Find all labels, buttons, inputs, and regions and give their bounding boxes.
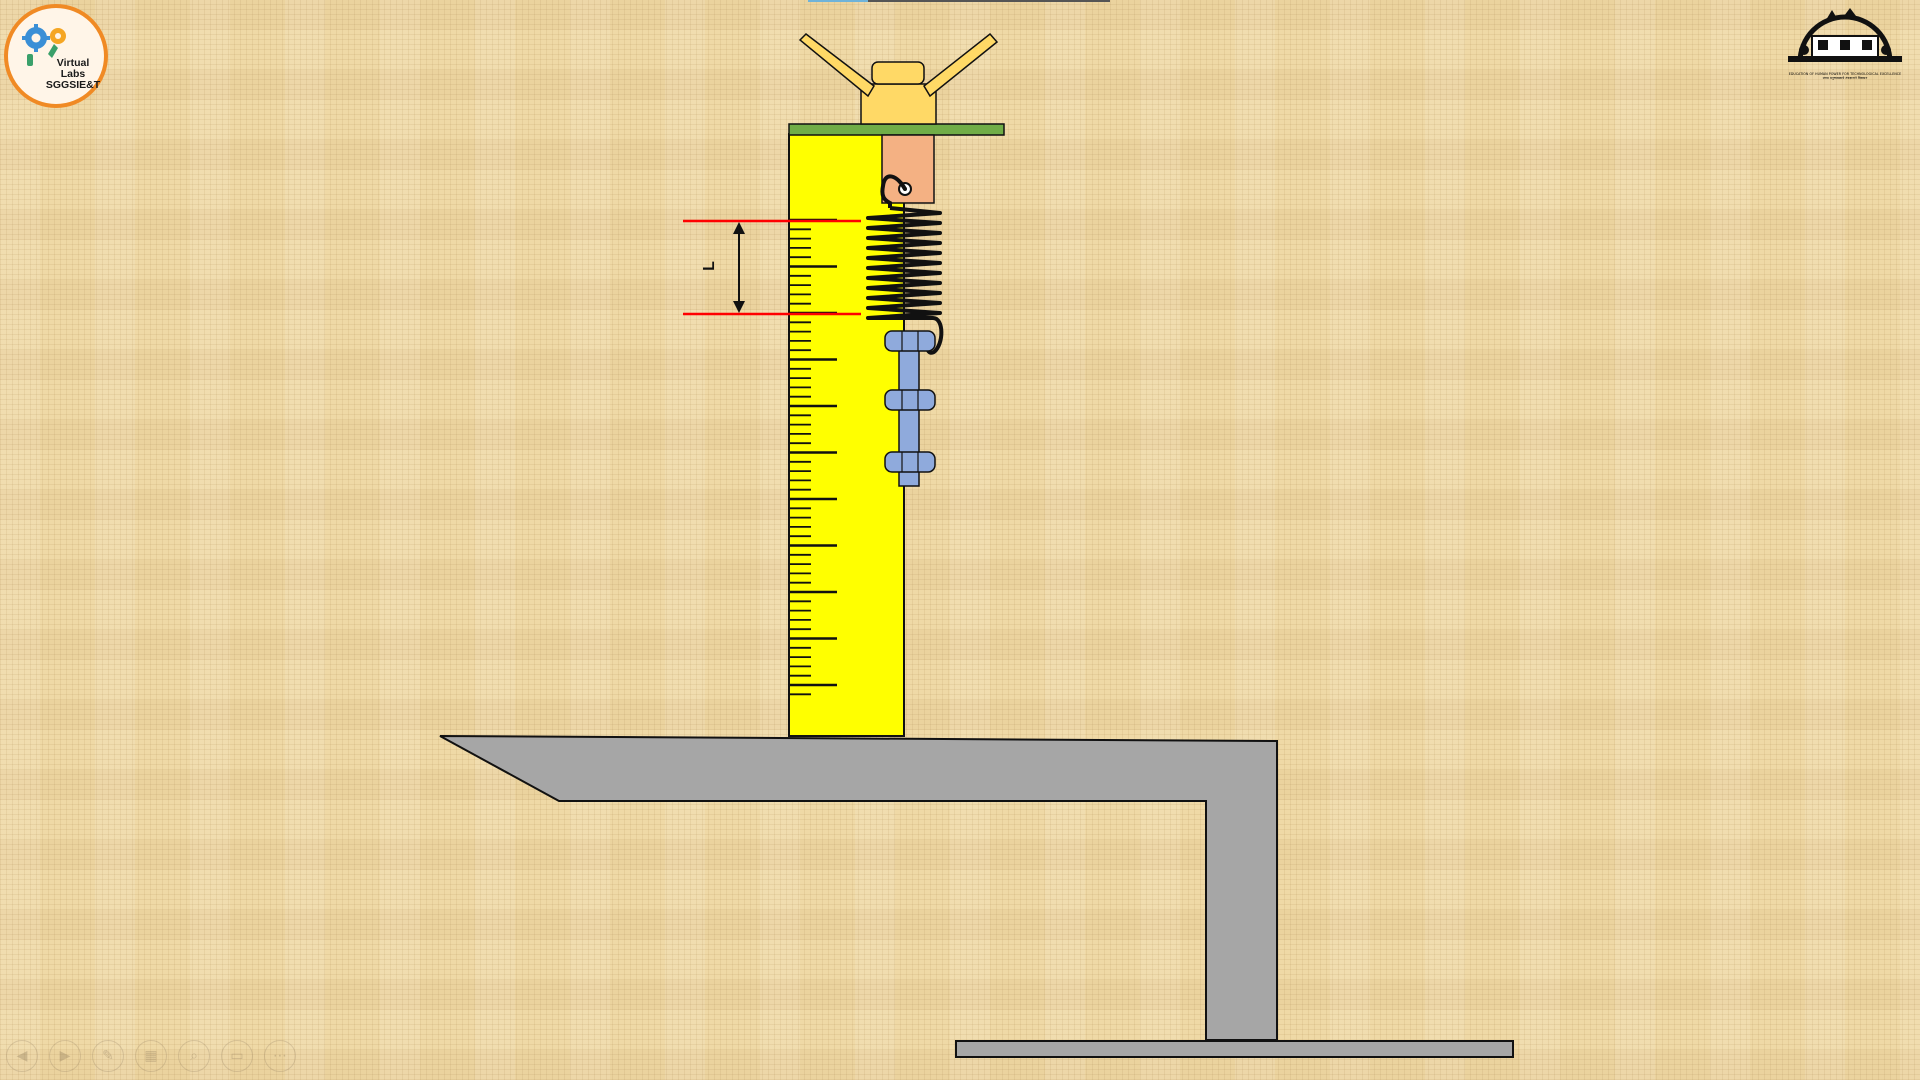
nut-top [884, 330, 936, 352]
clamp-nut [871, 61, 925, 85]
logo-text-line2: Labs [60, 68, 86, 80]
emblem-icon [1788, 8, 1902, 63]
subtitle-icon: ▭ [230, 1048, 244, 1064]
base-foot [955, 1040, 1514, 1058]
nav-slides-button[interactable]: ▦ [135, 1040, 167, 1072]
scale-ruler [788, 133, 905, 737]
nav-pen-button[interactable]: ✎ [92, 1040, 124, 1072]
logo-text-line3: SGGSIE&T [45, 79, 101, 91]
nav-zoom-button[interactable]: ⌕ [178, 1040, 210, 1072]
length-arrow [733, 222, 745, 313]
institute-emblem: EDUCATION OF HUMAN POWER FOR TECHNOLOGIC… [1782, 6, 1908, 86]
arrow-right-icon: ▶ [59, 1048, 71, 1064]
wing-left [798, 33, 875, 98]
logo-text: Virtual Labs SGGSIE&T [38, 58, 108, 91]
presentation-nav-bar: ◀ ▶ ✎ ▦ ⌕ ▭ ⋯ [6, 1040, 296, 1074]
emblem-motto-line2: उत्तम मनुष्यबळाचे तंत्रज्ञानाने विकसन [1822, 76, 1868, 80]
zoom-icon: ⌕ [190, 1048, 198, 1064]
nav-more-button[interactable]: ⋯ [264, 1040, 296, 1072]
clamp-block [860, 83, 937, 125]
top-progress-bar [808, 0, 1110, 2]
nav-next-button[interactable]: ▶ [49, 1040, 81, 1072]
slides-icon: ▦ [144, 1048, 158, 1064]
base-stand [439, 735, 1278, 1041]
nav-subtitle-button[interactable]: ▭ [221, 1040, 253, 1072]
pen-icon: ✎ [102, 1048, 114, 1064]
nut-middle [884, 389, 936, 411]
emblem-motto-line1: EDUCATION OF HUMAN POWER FOR TECHNOLOGIC… [1788, 72, 1902, 76]
nav-prev-button[interactable]: ◀ [6, 1040, 38, 1072]
nut-bottom [884, 451, 936, 473]
logo-text-line1: Virtual [56, 57, 90, 69]
bolt-assembly [884, 330, 936, 487]
virtual-labs-logo: Virtual Labs SGGSIE&T [4, 4, 108, 108]
more-icon: ⋯ [273, 1048, 287, 1064]
gear-icon [22, 24, 66, 66]
ruler-ticks [789, 218, 837, 696]
arrow-left-icon: ◀ [16, 1048, 28, 1064]
top-plate [788, 123, 1005, 136]
wing-right [923, 32, 999, 98]
top-progress-accent [808, 0, 868, 2]
emblem-motto: EDUCATION OF HUMAN POWER FOR TECHNOLOGIC… [1782, 72, 1908, 80]
length-label: L [701, 261, 718, 271]
